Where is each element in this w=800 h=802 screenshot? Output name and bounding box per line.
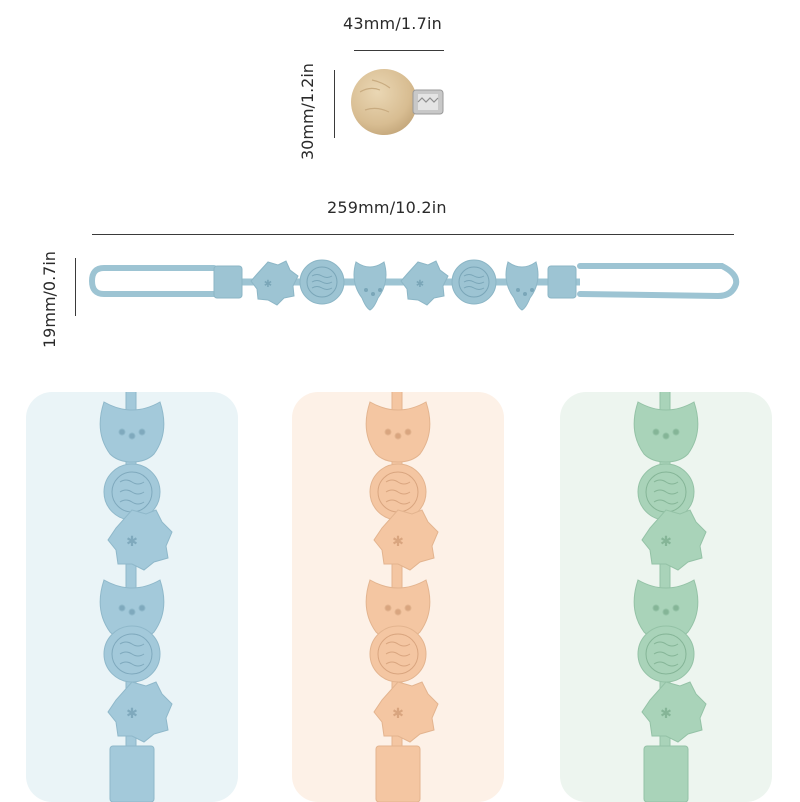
strap-length-label: 259mm/10.2in	[327, 198, 447, 217]
vertical-strap-blue: ✱ ✱	[99, 392, 173, 802]
clip-width-rule	[354, 50, 444, 51]
product-illustration: ✱ ✱	[88, 69, 740, 311]
svg-text:✱: ✱	[660, 706, 672, 722]
vertical-strap-orange: ✱ ✱	[365, 392, 439, 802]
strap-length-rule	[92, 234, 734, 235]
flower-bead: ✱	[400, 260, 449, 306]
svg-text:✱: ✱	[264, 279, 272, 290]
variant-card-green: ✱ ✱	[560, 392, 772, 802]
svg-text:✱: ✱	[392, 706, 404, 722]
wave-bead	[299, 259, 345, 305]
strap-height-rule	[75, 258, 76, 316]
svg-text:✱: ✱	[660, 534, 672, 550]
svg-text:✱: ✱	[126, 534, 138, 550]
vertical-strap-green: ✱ ✱	[633, 392, 707, 802]
flower-bead: ✱	[250, 260, 299, 306]
clip-height-rule	[334, 70, 335, 138]
variant-card-blue: ✱ ✱	[26, 392, 238, 802]
moon-bead	[505, 261, 539, 311]
moon-bead	[353, 261, 387, 311]
svg-text:✱: ✱	[126, 706, 138, 722]
svg-text:✱: ✱	[416, 279, 424, 290]
wave-bead	[451, 259, 497, 305]
svg-text:✱: ✱	[392, 534, 404, 550]
variant-card-orange: ✱ ✱	[292, 392, 504, 802]
metal-clip	[412, 89, 444, 115]
silicone-strap: ✱ ✱	[88, 259, 740, 311]
wooden-clip	[351, 69, 444, 135]
clip-width-label: 43mm/1.7in	[343, 14, 442, 33]
